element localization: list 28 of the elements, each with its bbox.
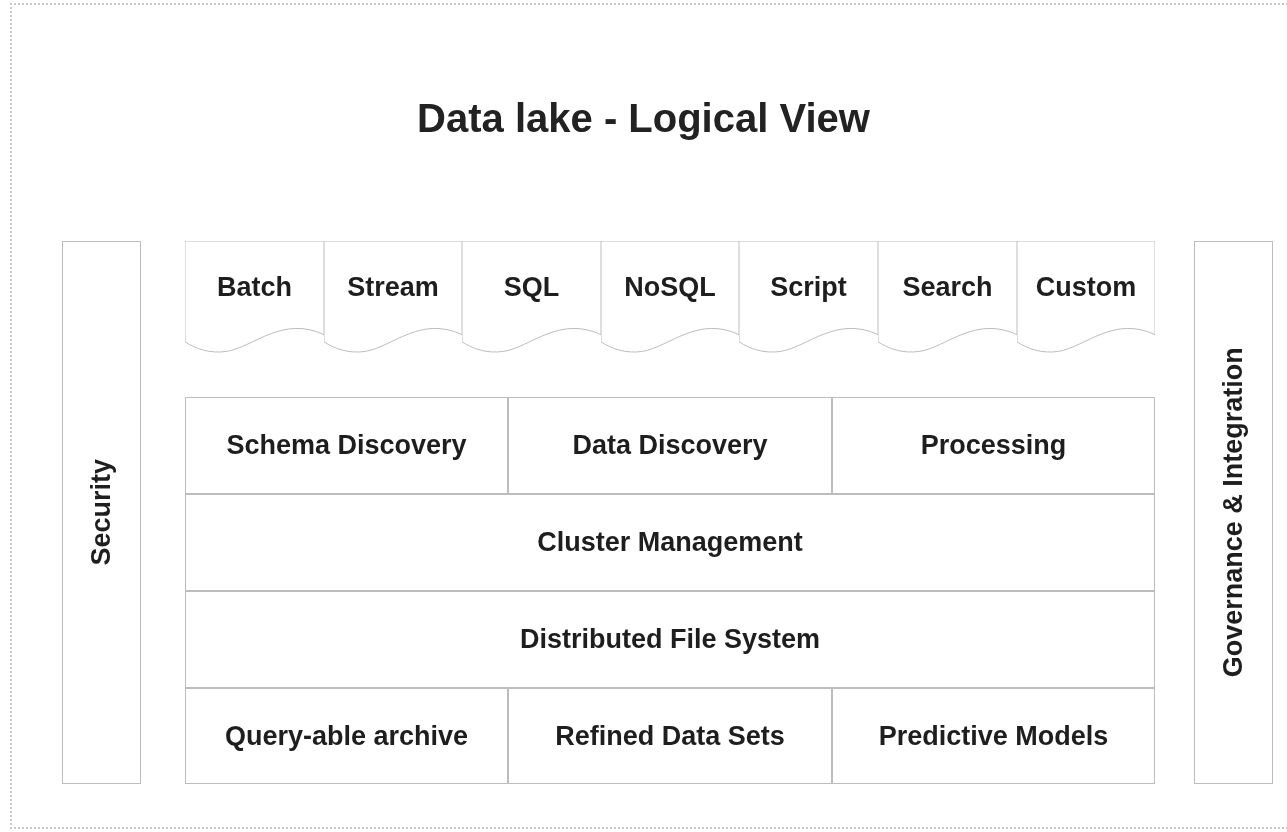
side-panel [1194, 241, 1273, 784]
node-label: Refined Data Sets [555, 719, 785, 753]
layer-cell [508, 688, 832, 784]
node-label: SQL [503, 271, 560, 304]
node-label: Security [85, 459, 118, 566]
node-label: Processing [920, 429, 1067, 463]
node-label: Custom [1035, 271, 1137, 304]
node-label: NoSQL [624, 271, 716, 304]
node-label: Governance & Integration [1217, 347, 1250, 678]
node-label: Cluster Management [537, 526, 803, 560]
node-label: Script [770, 271, 847, 304]
layer-cell [185, 494, 1155, 591]
node-label: Schema Discovery [226, 429, 467, 463]
side-panel [62, 241, 141, 784]
layer-cell [185, 688, 508, 784]
node-label: Stream [347, 271, 439, 304]
node-label: Distributed File System [519, 623, 821, 657]
layer-cell [832, 688, 1155, 784]
layer-cell [185, 397, 508, 494]
node-label: Query-able archive [224, 719, 469, 753]
node-label: Batch [217, 271, 292, 304]
layer-cell [508, 397, 832, 494]
node-label: Predictive Models [878, 719, 1109, 753]
layer-cell [185, 591, 1155, 688]
node-label: Data Discovery [572, 429, 768, 463]
title: Data lake - Logical View [416, 95, 871, 142]
layer-cell [832, 397, 1155, 494]
node-label: Search [902, 271, 993, 304]
